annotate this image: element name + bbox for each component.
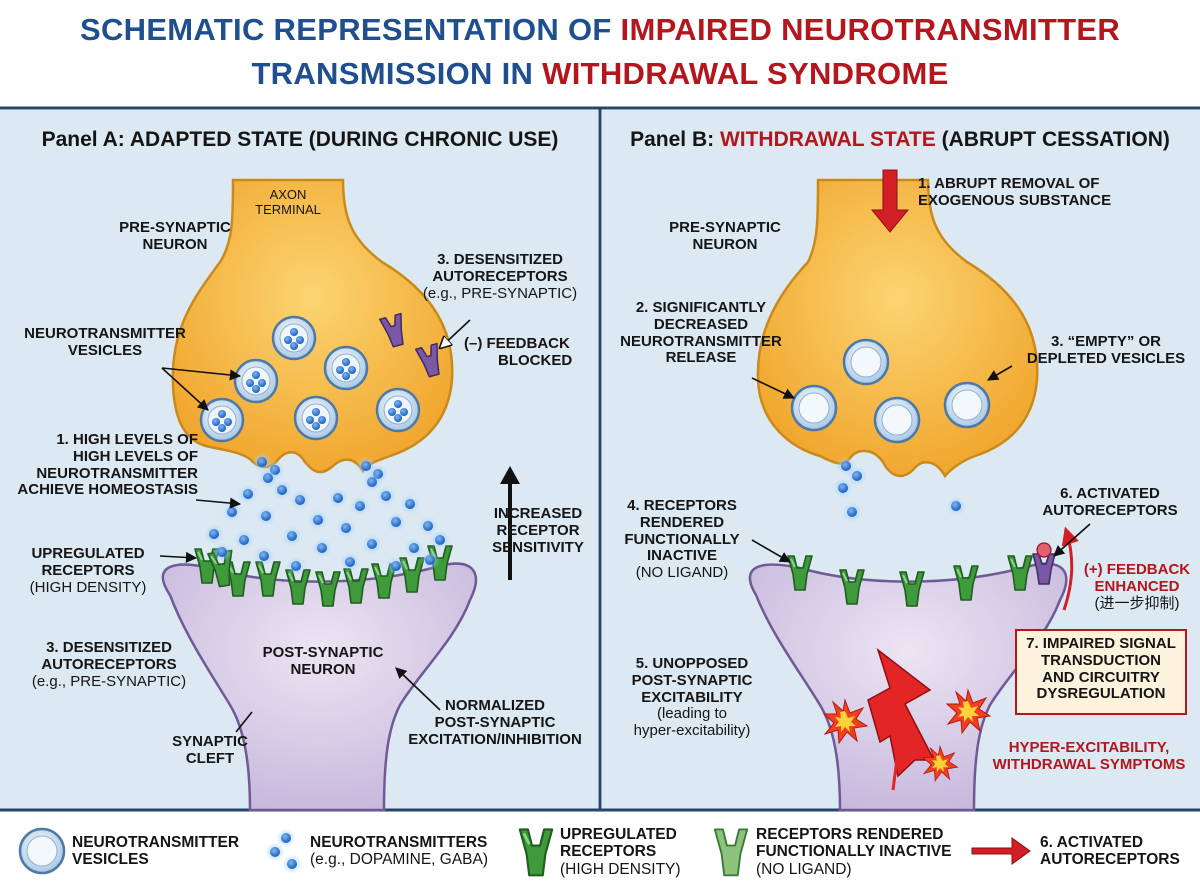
hyper-excitability-label: HYPER-EXCITABILITY,WITHDRAWAL SYMPTOMS bbox=[992, 739, 1186, 773]
panel-a-heading: Panel A: ADAPTED STATE (DURING CHRONIC U… bbox=[41, 128, 559, 151]
panel-b-heading: Panel B: WITHDRAWAL STATE (ABRUPT CESSAT… bbox=[600, 128, 1200, 152]
title-line-1: SCHEMATIC REPRESENTATION OF IMPAIRED NEU… bbox=[0, 12, 1200, 48]
legend-vesicle-icon bbox=[18, 827, 66, 875]
legend-inactive-receptor-icon bbox=[713, 828, 749, 877]
panel-b-heading-a: Panel B: bbox=[630, 128, 720, 151]
abrupt-removal-arrow bbox=[870, 169, 910, 233]
legend-red-arrow-icon bbox=[971, 837, 1031, 865]
lightning-bolt-icon bbox=[867, 647, 936, 778]
title-line-2-part-b: WITHDRAWAL SYNDROME bbox=[542, 56, 949, 91]
impaired-signal-box bbox=[1015, 629, 1187, 715]
title-line-1-part-a: SCHEMATIC REPRESENTATION OF bbox=[79, 12, 621, 47]
title-line-1-part-b: IMPAIRED NEUROTRANSMITTER bbox=[620, 12, 1121, 47]
panel-a-postsynaptic-neuron bbox=[161, 562, 478, 812]
panel-b-heading-c: (ABRUPT CESSATION) bbox=[935, 128, 1170, 151]
panel-b-heading-b: WITHDRAWAL STATE bbox=[719, 128, 936, 151]
title-line-2-part-a: TRANSMISSION IN bbox=[251, 56, 543, 91]
legend-neurotransmitters-label: NEUROTRANSMITTERS(e.g., DOPAMINE, GABA) bbox=[310, 834, 489, 869]
title-background bbox=[0, 0, 1200, 108]
feedback-enhanced-arrow bbox=[1061, 526, 1079, 611]
title-line-2: TRANSMISSION IN WITHDRAWAL SYNDROME bbox=[0, 56, 1200, 92]
